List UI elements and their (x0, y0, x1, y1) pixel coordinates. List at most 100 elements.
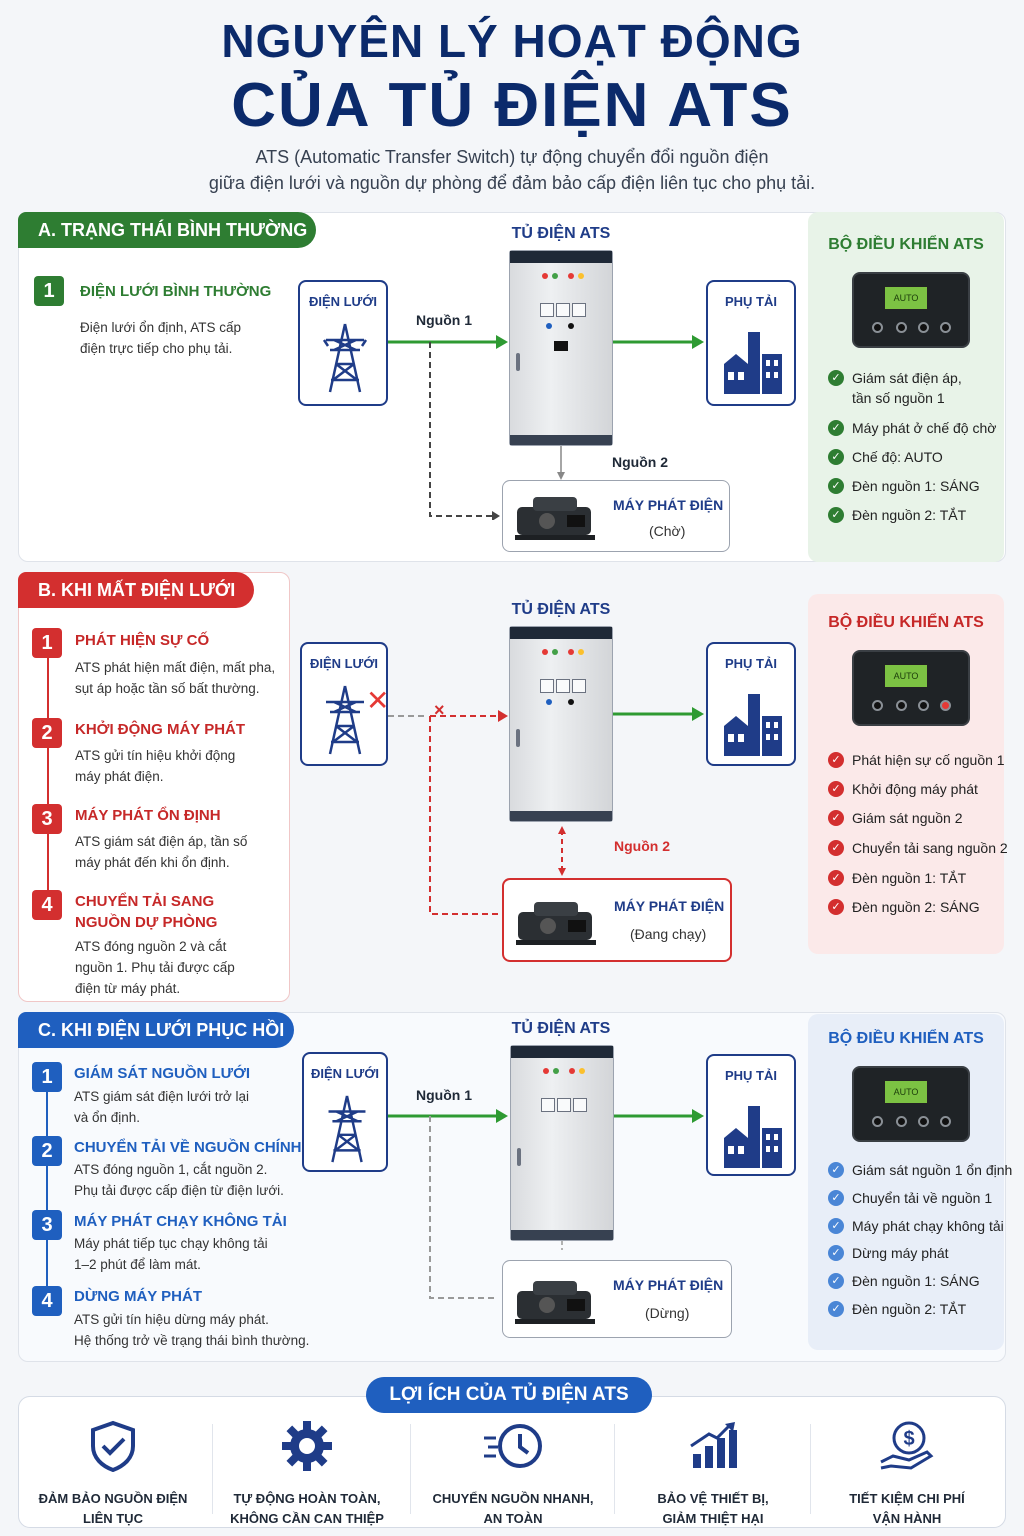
cabinet-title: TỦ ĐIỆN ATS (511, 225, 611, 242)
cabinet-base (510, 811, 612, 821)
controller-button (872, 322, 883, 333)
step-title: MÁY PHÁT CHẠY KHÔNG TẢI (74, 1213, 287, 1230)
controller-item: Phát hiện sự cố nguồn 1 (852, 752, 1005, 768)
grid-label: ĐIỆN LƯỚI (310, 1066, 380, 1081)
check-icon: ✓ (828, 840, 844, 856)
source1-label: Nguồn 1 (416, 1087, 472, 1103)
lamp-red (542, 273, 548, 279)
step-description: Điện lưới ổn định, ATS cấp điện trực tiế… (80, 317, 241, 359)
benefit-line: KHÔNG CẦN CAN THIỆP (230, 1511, 384, 1526)
generator-status: (Dừng) (645, 1305, 690, 1321)
meter-icon (541, 1098, 555, 1112)
controller-screen: AUTO (884, 286, 928, 310)
benefit-line: LIÊN TỤC (83, 1511, 143, 1526)
lamp-yellow (578, 649, 584, 655)
controller-item: Đèn nguồn 1: SÁNG (852, 478, 980, 494)
load-box: PHỤ TẢI (706, 642, 796, 766)
divider (614, 1424, 615, 1514)
step-description: ATS giám sát điện lưới trở lại và ổn địn… (74, 1086, 249, 1128)
load-label: PHỤ TẢI (725, 656, 777, 671)
controller-button (918, 322, 929, 333)
benefit-label: BẢO VỆ THIẾT BỊ, GIẢM THIỆT HẠI (614, 1489, 812, 1529)
step-number: 2 (32, 718, 62, 748)
controller-button (896, 700, 907, 711)
lamp-red (542, 649, 548, 655)
load-label: PHỤ TẢI (725, 294, 777, 309)
check-icon: ✓ (828, 899, 844, 915)
step-title: CHUYỂN TẢI VỀ NGUỒN CHÍNH (74, 1139, 302, 1156)
fault-x-icon: ✕ (366, 685, 390, 716)
desc-line: Máy phát tiếp tục chạy không tải (74, 1236, 268, 1251)
controller-button (872, 700, 883, 711)
cabinet-top (510, 251, 612, 263)
meter-icon (572, 303, 586, 317)
controller-title: BỘ ĐIỀU KHIỂN ATS (828, 1030, 984, 1047)
meter-icon (573, 1098, 587, 1112)
controller-item: Giám sát nguồn 1 ổn định (852, 1162, 1013, 1178)
step-description: ATS gửi tín hiệu khởi động máy phát điện… (75, 745, 235, 787)
gear-icon (282, 1421, 332, 1471)
benefit-label: TỰ ĐỘNG HOÀN TOÀN, KHÔNG CẦN CAN THIỆP (208, 1489, 406, 1529)
subtitle-line2: giữa điện lưới và nguồn dự phòng để đảm … (208, 173, 816, 193)
desc-line: ATS gửi tín hiệu dừng máy phát. (74, 1312, 269, 1327)
controller-button (918, 700, 929, 711)
switch-icon (546, 699, 552, 705)
step-description: ATS đóng nguồn 2 và cắt nguồn 1. Phụ tải… (75, 936, 235, 999)
controller-item: Dừng máy phát (852, 1245, 949, 1261)
benefit-item: BẢO VỆ THIẾT BỊ, GIẢM THIỆT HẠI (614, 1412, 812, 1529)
step-number: 1 (32, 1062, 62, 1092)
factory-icon (724, 1106, 782, 1168)
check-icon: ✓ (828, 1162, 844, 1178)
step-description: ATS đóng nguồn 1, cắt nguồn 2. Phụ tải đ… (74, 1159, 284, 1201)
controller-item: Máy phát chạy không tải (852, 1218, 1004, 1234)
generator-status: (Chờ) (649, 523, 686, 539)
step-title-line2: NGUỒN DỰ PHÒNG (75, 914, 218, 931)
controller-device: AUTO (852, 272, 970, 348)
section-b-steps-panel (18, 572, 290, 1002)
check-icon: ✓ (828, 1301, 844, 1317)
controller-panel: BỘ ĐIỀU KHIỂN ATS AUTO ✓ Giám sát điện á… (808, 212, 1004, 562)
ats-cabinet (510, 1045, 614, 1241)
controller-button (918, 1116, 929, 1127)
controller-device: AUTO (852, 1066, 970, 1142)
controller-button (940, 1116, 951, 1127)
meter-icon (556, 679, 570, 693)
desc-line: điện trực tiếp cho phụ tải. (80, 341, 233, 356)
desc-line: máy phát điện. (75, 769, 164, 784)
controller-item: Chuyển tải sang nguồn 2 (852, 840, 1008, 856)
generator-box: MÁY PHÁT ĐIỆN (Chờ) (502, 480, 730, 552)
generator-icon (515, 1281, 595, 1324)
check-icon: ✓ (828, 870, 844, 886)
check-icon: ✓ (828, 1245, 844, 1261)
power-tower-icon (328, 1095, 366, 1163)
fast-clock-icon (484, 1424, 542, 1468)
switch-icon (568, 323, 574, 329)
desc-line: ATS gửi tín hiệu khởi động (75, 748, 236, 763)
factory-icon (724, 694, 782, 756)
desc-line: và ổn định. (74, 1110, 141, 1125)
lamp-red (568, 273, 574, 279)
benefit-line: AN TOÀN (483, 1511, 543, 1526)
step-title: KHỞI ĐỘNG MÁY PHÁT (75, 721, 246, 738)
benefit-item: ĐẢM BẢO NGUỒN ĐIỆN LIÊN TỤC (14, 1412, 212, 1529)
switch-icon (568, 699, 574, 705)
step-title: DỪNG MÁY PHÁT (74, 1288, 203, 1305)
svg-text:$: $ (903, 1428, 914, 1450)
desc-line: nguồn 1. Phụ tải được cấp (75, 960, 235, 975)
benefit-line: GIẢM THIỆT HẠI (662, 1511, 764, 1526)
benefit-label: ĐẢM BẢO NGUỒN ĐIỆN LIÊN TỤC (14, 1489, 212, 1529)
step-title: GIÁM SÁT NGUỒN LƯỚI (74, 1065, 251, 1082)
check-icon: ✓ (828, 449, 844, 465)
controller-item: Đèn nguồn 2: SÁNG (852, 899, 980, 915)
benefits-panel (18, 1396, 1006, 1528)
controller-screen: AUTO (884, 1080, 928, 1104)
controller-item: Chuyển tải về nguồn 1 (852, 1190, 993, 1206)
step-description: ATS phát hiện mất điện, mất pha, sụt áp … (75, 657, 275, 699)
cabinet-base (510, 435, 612, 445)
controller-panel: BỘ ĐIỀU KHIỂN ATS AUTO ✓ Giám sát nguồn … (808, 1014, 1012, 1350)
grid-label: ĐIỆN LƯỚI (308, 294, 378, 309)
benefit-label: TIẾT KIỆM CHI PHÍ VẬN HÀNH (808, 1489, 1006, 1529)
desc-line: sụt áp hoặc tần số bất thường. (75, 681, 260, 696)
lamp-red (569, 1068, 575, 1074)
ats-cabinet (509, 250, 613, 446)
